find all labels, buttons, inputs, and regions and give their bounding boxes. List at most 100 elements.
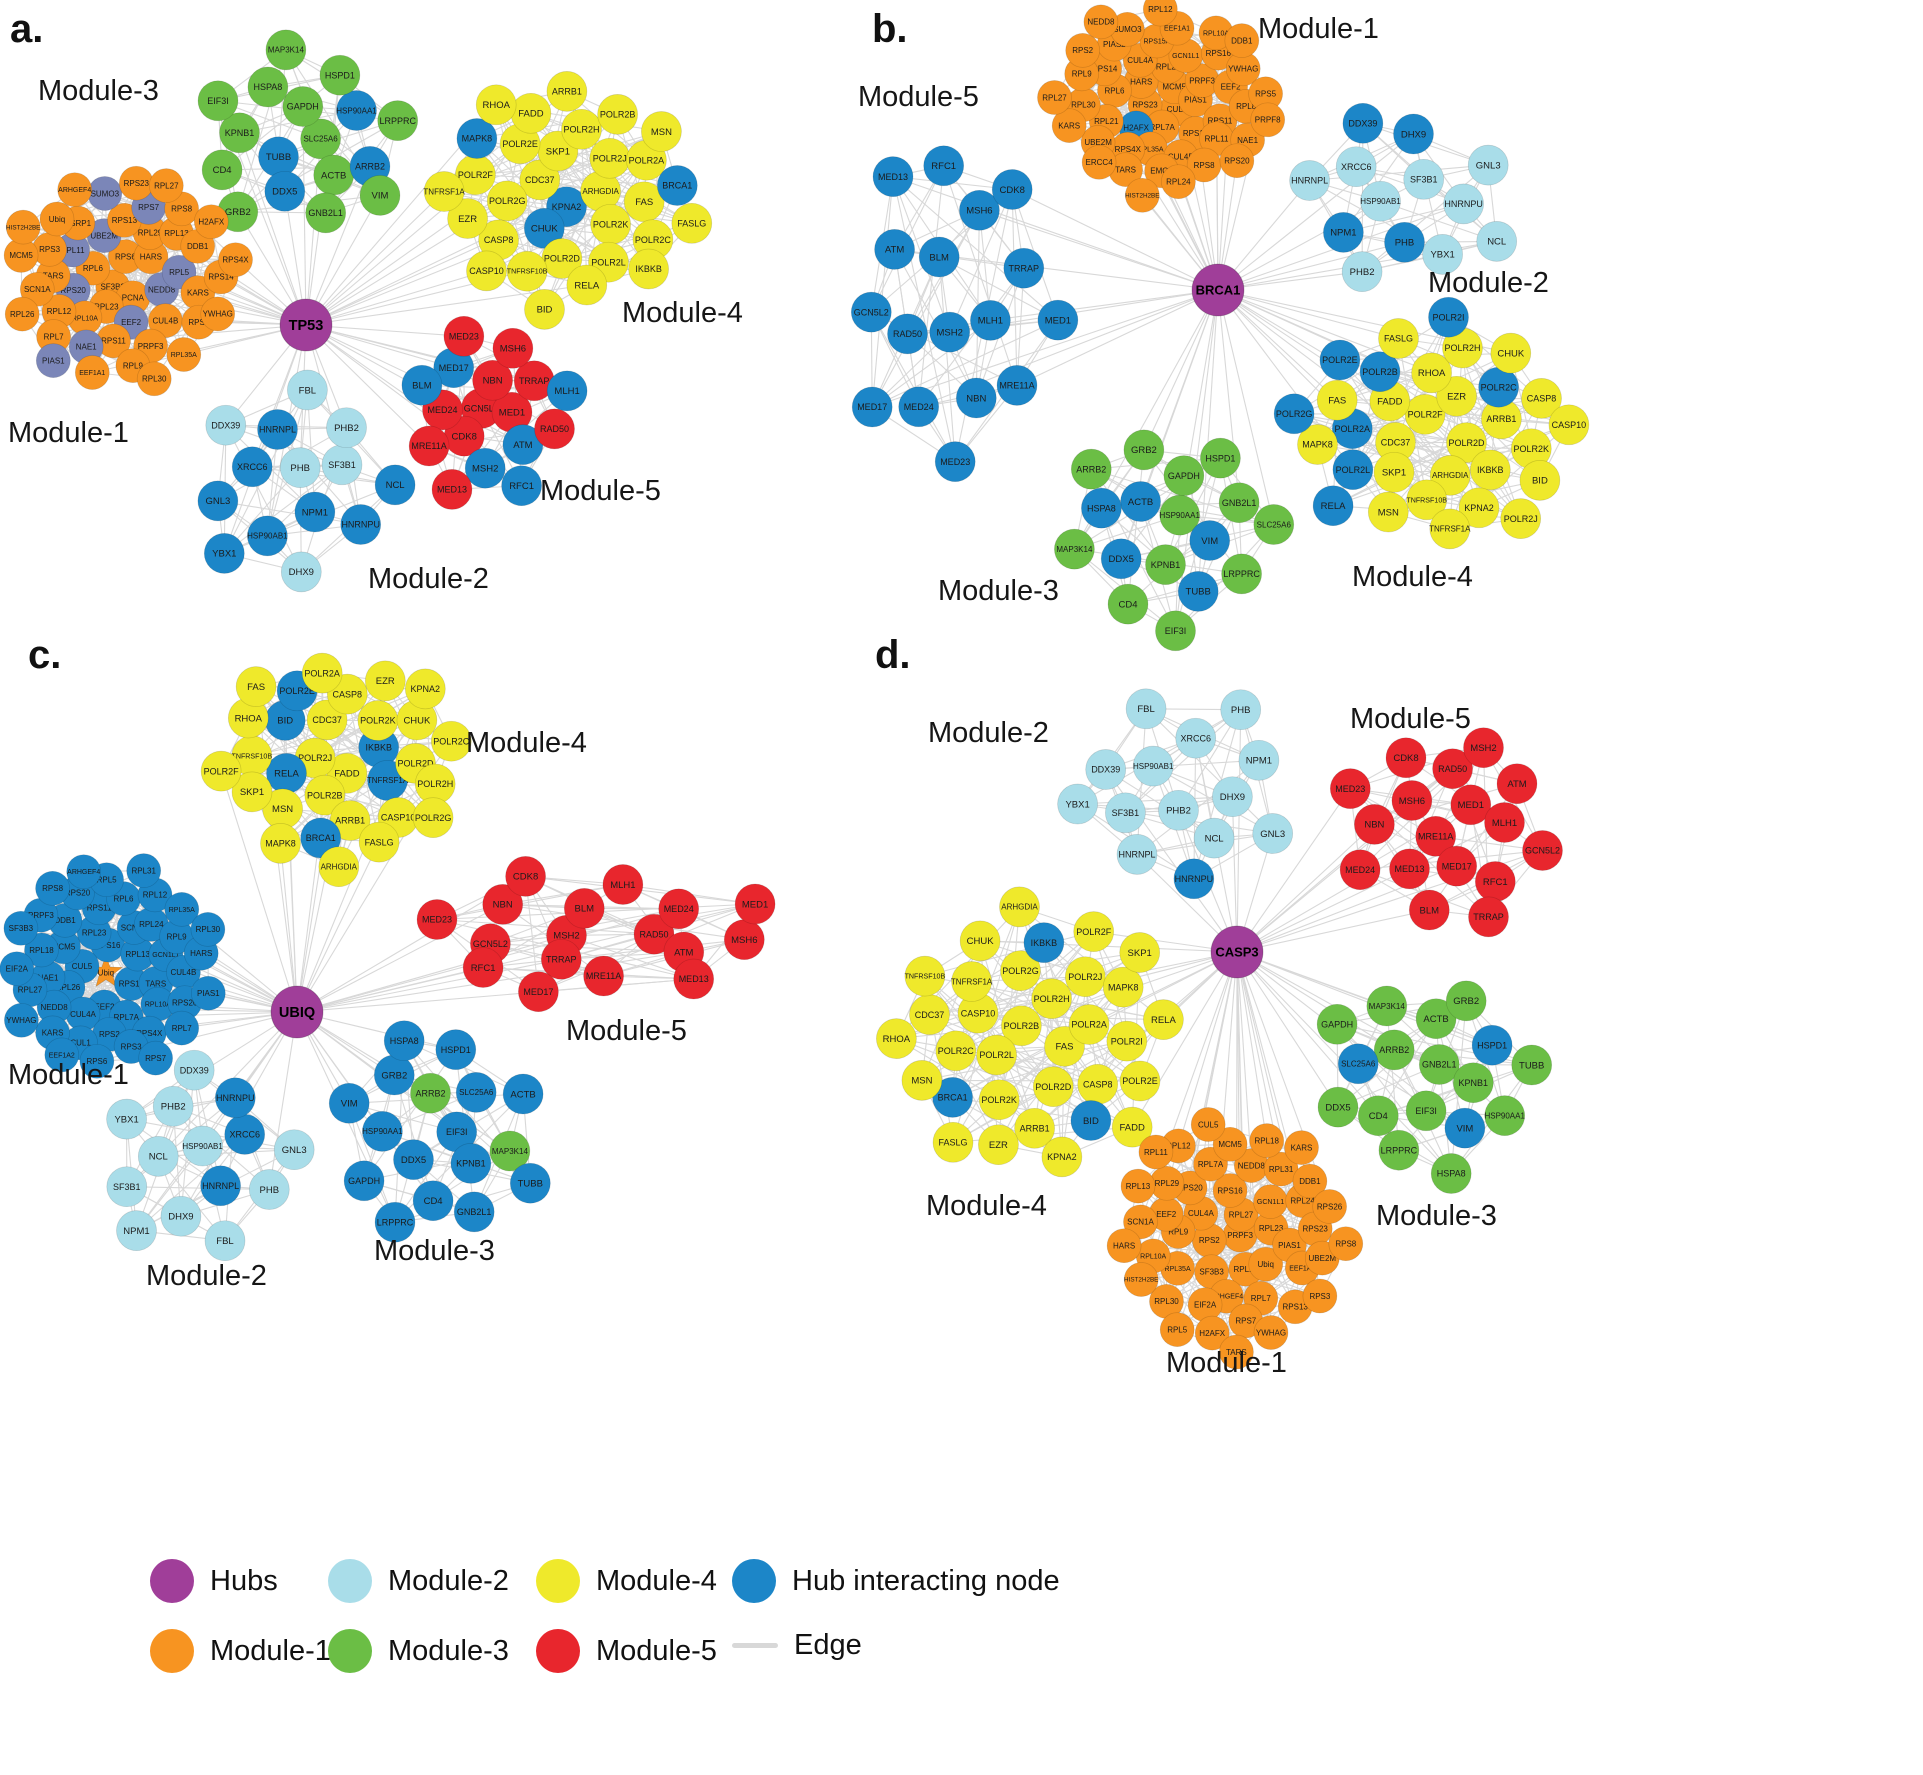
node-arrb1[interactable]: ARRB1 — [546, 71, 588, 112]
node-polr2h[interactable]: POLR2H — [561, 108, 602, 150]
node-rpl10a[interactable]: RPL10A — [1198, 15, 1234, 51]
node-ddx5[interactable]: DDX5 — [393, 1139, 434, 1180]
node-fbl[interactable]: FBL — [1125, 688, 1167, 730]
node-ncl[interactable]: NCL — [374, 464, 416, 506]
node-med13[interactable]: MED13 — [431, 469, 473, 510]
node-rfc1[interactable]: RFC1 — [1474, 861, 1516, 902]
node-trrap[interactable]: TRRAP — [1003, 247, 1045, 289]
node-med23[interactable]: MED23 — [934, 441, 976, 482]
node-med13[interactable]: MED13 — [1389, 848, 1430, 890]
node-cd4[interactable]: CD4 — [1107, 583, 1149, 625]
node-hist2h2be[interactable]: HIST2H2BE — [5, 209, 41, 245]
node-lrpprc[interactable]: LRPPRC — [1221, 553, 1262, 595]
node-actb[interactable]: ACTB — [1120, 481, 1161, 522]
node-rps7[interactable]: RPS7 — [138, 1040, 173, 1076]
node-blm[interactable]: BLM — [1408, 889, 1450, 931]
node-mlh1[interactable]: MLH1 — [546, 370, 588, 412]
node-map3k14[interactable]: MAP3K14 — [265, 29, 307, 71]
node-npm1[interactable]: NPM1 — [1238, 739, 1280, 781]
node-ncl[interactable]: NCL — [137, 1136, 179, 1177]
node-polr2e[interactable]: POLR2E — [1319, 339, 1361, 381]
node-rhoa[interactable]: RHOA — [475, 84, 517, 126]
node-polr2l[interactable]: POLR2L — [976, 1034, 1017, 1076]
node-gnb2l1[interactable]: GNB2L1 — [1418, 1044, 1460, 1085]
node-ikbkb[interactable]: IKBKB — [1469, 449, 1511, 491]
node-dhx9[interactable]: DHX9 — [1393, 113, 1434, 155]
node-msn[interactable]: MSN — [1367, 491, 1409, 533]
node-nedd8[interactable]: NEDD8 — [36, 989, 72, 1025]
node-tnfrsf1a[interactable]: TNFRSF1A — [1429, 508, 1471, 550]
node-gnb2l1[interactable]: GNB2L1 — [1218, 482, 1260, 524]
node-ywhag[interactable]: YWHAG — [1253, 1315, 1289, 1350]
node-fbl[interactable]: FBL — [204, 1220, 246, 1262]
node-rhoa[interactable]: RHOA — [1411, 352, 1452, 394]
node-grb2[interactable]: GRB2 — [1123, 429, 1165, 471]
node-mlh1[interactable]: MLH1 — [1484, 802, 1525, 843]
node-rela[interactable]: RELA — [1312, 485, 1354, 527]
node-arhgdia[interactable]: ARHGDIA — [999, 886, 1040, 928]
node-hspa8[interactable]: HSPA8 — [1430, 1153, 1472, 1194]
node-nbn[interactable]: NBN — [482, 884, 524, 925]
node-rfc1[interactable]: RFC1 — [923, 145, 965, 187]
node-hsp90ab1[interactable]: HSP90AB1 — [247, 515, 288, 557]
node-rpl7[interactable]: RPL7 — [164, 1010, 200, 1046]
node-arrb2[interactable]: ARRB2 — [410, 1072, 451, 1114]
node-rps8[interactable]: RPS8 — [1328, 1226, 1364, 1262]
node-med23[interactable]: MED23 — [443, 315, 485, 357]
node-cdc37[interactable]: CDC37 — [909, 994, 950, 1035]
node-tnfrsf10b[interactable]: TNFRSF10B — [904, 955, 946, 997]
node-lrpprc[interactable]: LRPPRC — [374, 1201, 416, 1243]
hub-casp3[interactable]: CASP3 — [1210, 925, 1264, 979]
node-med23[interactable]: MED23 — [416, 899, 458, 940]
node-rela[interactable]: RELA — [1143, 999, 1184, 1040]
node-ddx5[interactable]: DDX5 — [264, 170, 306, 212]
node-bid[interactable]: BID — [1519, 460, 1561, 501]
node-grb2[interactable]: GRB2 — [1445, 980, 1487, 1022]
node-lrpprc[interactable]: LRPPRC — [1378, 1129, 1420, 1171]
node-kpnb1[interactable]: KPNB1 — [1452, 1062, 1494, 1104]
node-hnrnpu[interactable]: HNRNPU — [1173, 858, 1215, 900]
node-rpl27[interactable]: RPL27 — [148, 168, 184, 203]
node-med1[interactable]: MED1 — [1037, 299, 1079, 341]
node-cd4[interactable]: CD4 — [201, 149, 243, 191]
node-chuk[interactable]: CHUK — [959, 920, 1001, 962]
node-mapk8[interactable]: MAPK8 — [1102, 966, 1144, 1008]
node-prpf8[interactable]: PRPF8 — [1250, 102, 1286, 138]
node-vim[interactable]: VIM — [1444, 1107, 1486, 1149]
node-sf3b1[interactable]: SF3B1 — [321, 444, 363, 486]
node-vim[interactable]: VIM — [1189, 520, 1231, 561]
node-sf3b3[interactable]: SF3B3 — [3, 910, 39, 946]
node-polr2d[interactable]: POLR2D — [541, 238, 583, 279]
node-kars[interactable]: KARS — [1051, 108, 1087, 143]
node-polr2l[interactable]: POLR2L — [1332, 449, 1374, 490]
node-nbn[interactable]: NBN — [472, 359, 513, 401]
node-hnrnpu[interactable]: HNRNPU — [340, 504, 382, 545]
node-med13[interactable]: MED13 — [673, 958, 715, 1000]
node-rpl31[interactable]: RPL31 — [126, 853, 162, 888]
node-cdc37[interactable]: CDC37 — [519, 159, 561, 201]
node-med24[interactable]: MED24 — [1339, 849, 1381, 891]
node-trrap[interactable]: TRRAP — [540, 938, 582, 980]
node-actb[interactable]: ACTB — [502, 1073, 544, 1115]
node-mapk8[interactable]: MAPK8 — [456, 118, 498, 159]
node-hnrnpl[interactable]: HNRNPL — [257, 409, 298, 450]
node-hspa8[interactable]: HSPA8 — [1081, 487, 1122, 529]
node-polr2e[interactable]: POLR2E — [1119, 1060, 1161, 1102]
node-faslg[interactable]: FASLG — [932, 1121, 974, 1163]
node-polr2f[interactable]: POLR2F — [1404, 394, 1446, 435]
node-rps2[interactable]: RPS2 — [1065, 33, 1101, 68]
node-tars[interactable]: TARS — [1108, 152, 1143, 187]
node-actb[interactable]: ACTB — [313, 154, 355, 196]
node-polr2e[interactable]: POLR2E — [499, 123, 541, 165]
node-rpl35a[interactable]: RPL35A — [164, 892, 200, 927]
node-casp8[interactable]: CASP8 — [1521, 378, 1562, 419]
node-fas[interactable]: FAS — [1316, 379, 1358, 421]
node-eef1a2[interactable]: EEF1A2 — [44, 1037, 80, 1073]
node-arhgdia[interactable]: ARHGDIA — [318, 846, 360, 888]
node-med24[interactable]: MED24 — [898, 386, 940, 428]
node-tubb[interactable]: TUBB — [509, 1162, 551, 1204]
node-gcn5l2[interactable]: GCN5L2 — [850, 291, 892, 333]
hub-ubiq[interactable]: UBIQ — [270, 985, 324, 1039]
node-med13[interactable]: MED13 — [872, 156, 914, 197]
node-sumo3[interactable]: SUMO3 — [87, 176, 123, 211]
